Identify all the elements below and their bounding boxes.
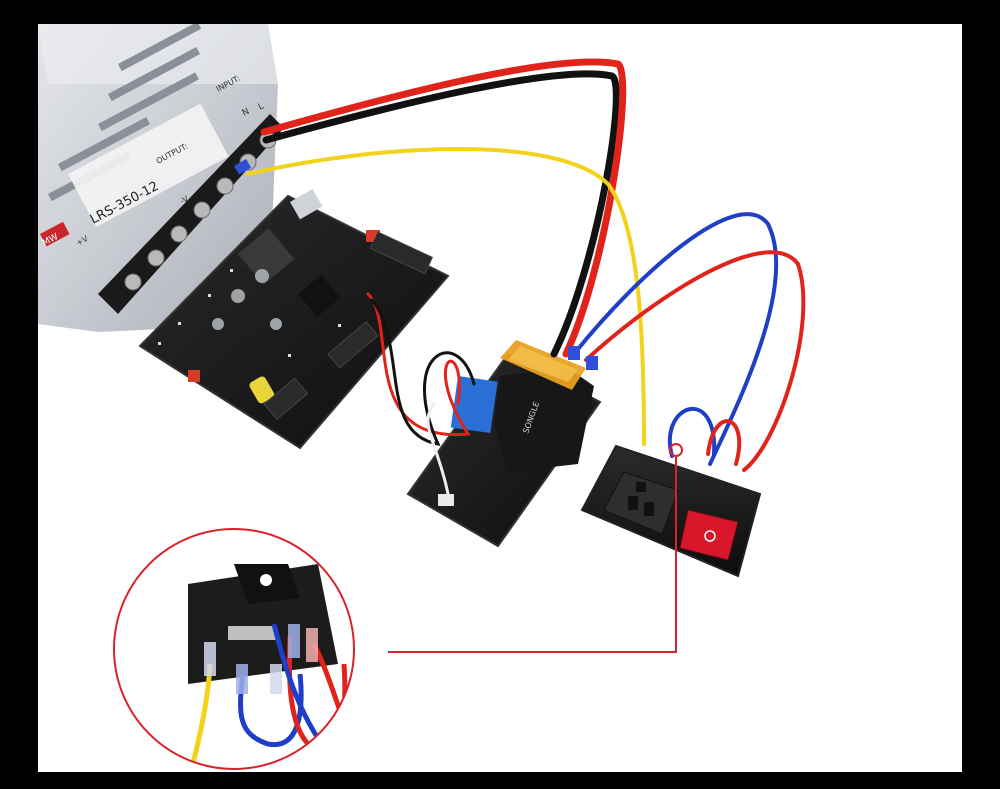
psu-terminal-v-minus: -V <box>179 194 191 206</box>
relay-module: SONGLE <box>406 340 602 548</box>
power-inlet-switch <box>580 444 762 578</box>
psu-terminal-l: L <box>257 101 266 112</box>
psu-terminal-n: N <box>241 107 252 119</box>
callout-connector <box>388 443 683 653</box>
controller-board <box>138 189 450 450</box>
wires <box>234 58 806 496</box>
wiring-photo: LRS-350-12 MW INPUT: OUTPUT: <box>38 24 806 770</box>
photo-panel: LRS-350-12 MW INPUT: OUTPUT: <box>38 24 962 772</box>
zoom-inset <box>113 528 355 770</box>
